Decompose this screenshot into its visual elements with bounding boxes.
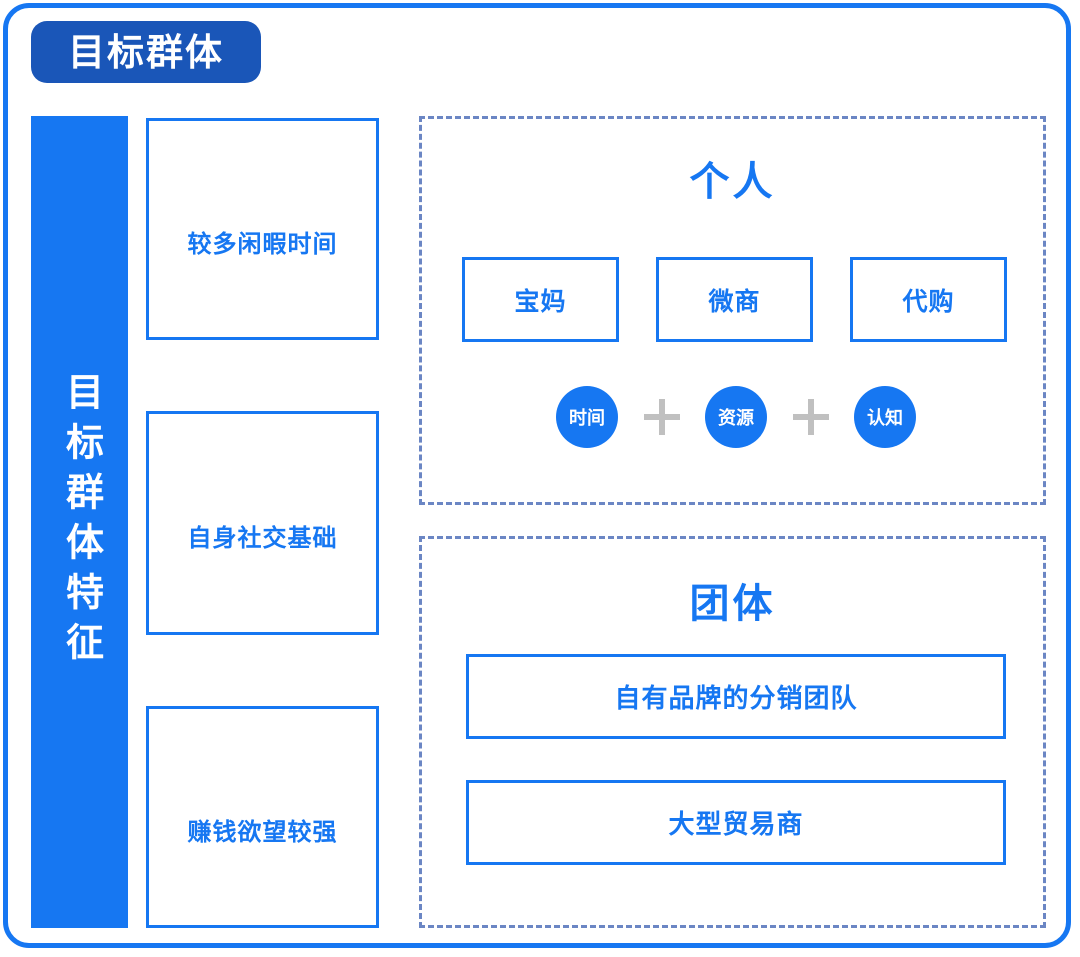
- formula-circle-label: 资源: [718, 408, 754, 428]
- formula-circle-cognition: 认知: [854, 386, 916, 448]
- role-box-baoma: 宝妈: [462, 257, 619, 342]
- formula-circle-label: 时间: [569, 408, 605, 428]
- panel-individual-heading: 个人: [689, 160, 776, 204]
- feature-box-label: 自身社交基础: [187, 525, 338, 552]
- feature-box-label: 赚钱欲望较强: [187, 819, 338, 846]
- feature-box-label: 较多闲暇时间: [187, 231, 338, 258]
- title-badge-label: 目标群体: [68, 31, 224, 73]
- role-box-daigou: 代购: [850, 257, 1007, 342]
- individual-formula-row: 时间 资源 认知: [556, 385, 916, 449]
- title-badge: 目标群体: [31, 21, 261, 83]
- panel-group-heading: 团体: [689, 582, 776, 626]
- panel-group: 团体 自有品牌的分销团队 大型贸易商: [419, 536, 1046, 928]
- feature-box-social-base: 自身社交基础: [146, 411, 379, 635]
- group-box-label: 自有品牌的分销团队: [614, 683, 858, 713]
- feature-box-leisure-time: 较多闲暇时间: [146, 118, 379, 340]
- individual-role-row: 宝妈 微商 代购: [462, 257, 1007, 342]
- formula-circle-time: 时间: [556, 386, 618, 448]
- plus-icon: [643, 399, 680, 435]
- group-box-large-trader: 大型贸易商: [466, 780, 1006, 865]
- vertical-category-bar-label: 目标群体特征: [59, 372, 102, 672]
- role-box-label: 代购: [902, 287, 955, 316]
- group-box-own-brand-team: 自有品牌的分销团队: [466, 654, 1006, 739]
- role-box-label: 宝妈: [514, 287, 567, 316]
- role-box-weishang: 微商: [656, 257, 813, 342]
- vertical-category-bar: 目标群体特征: [31, 116, 128, 928]
- group-box-label: 大型贸易商: [668, 809, 804, 839]
- plus-icon: [792, 399, 829, 435]
- feature-box-money-desire: 赚钱欲望较强: [146, 706, 379, 928]
- formula-circle-label: 认知: [867, 408, 903, 428]
- role-box-label: 微商: [708, 287, 761, 316]
- formula-circle-resource: 资源: [705, 386, 767, 448]
- panel-individual: 个人 宝妈 微商 代购 时间 资源 认知: [419, 116, 1046, 505]
